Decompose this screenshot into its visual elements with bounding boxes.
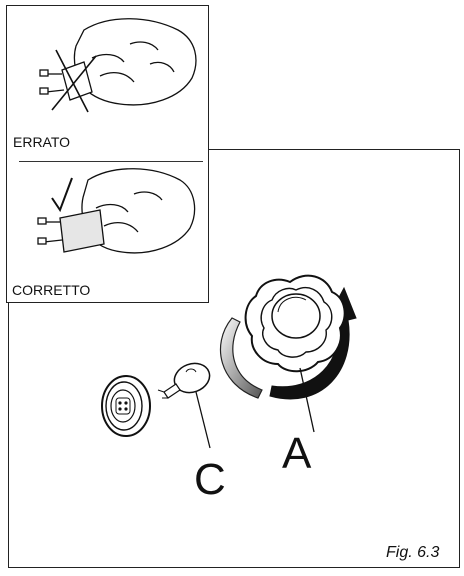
label-c: C [194, 455, 226, 504]
label-correct: CORRETTO [12, 282, 91, 298]
label-wrong: ERRATO [13, 134, 71, 150]
figure-caption: Fig. 6.3 [386, 544, 440, 561]
wrong-cross-icon [51, 49, 97, 113]
inset-divider [19, 161, 203, 162]
correct-check-icon [51, 177, 73, 213]
label-a: A [282, 429, 312, 478]
leader-line-c [195, 391, 211, 449]
lamp-c [157, 362, 211, 399]
rotation-arrow-light [219, 317, 263, 399]
lamp-socket [101, 375, 151, 437]
hand-wrong-illustration [39, 18, 197, 106]
leader-line-a [299, 367, 315, 433]
hand-correct-illustration [37, 168, 196, 254]
